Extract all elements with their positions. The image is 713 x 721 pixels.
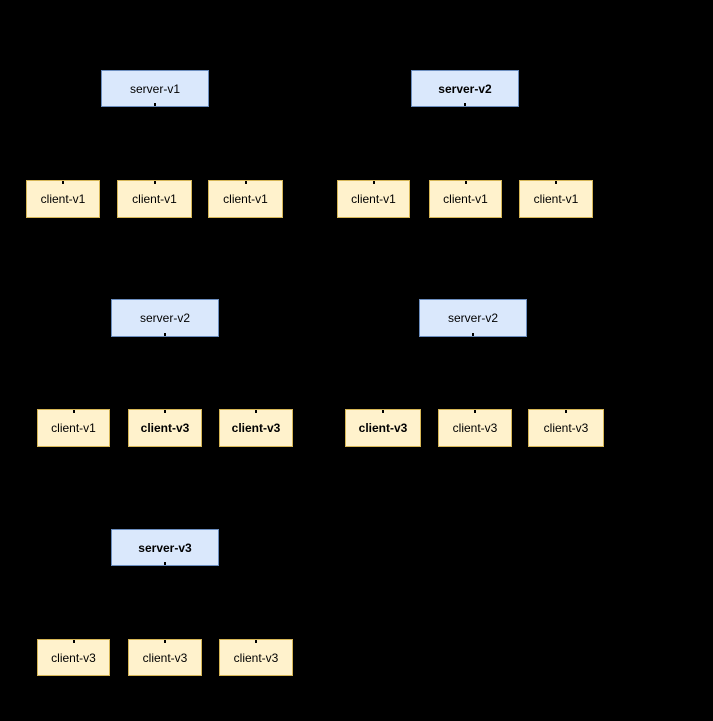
client-box: client-v1	[337, 180, 410, 218]
server-box: server-v2	[419, 299, 527, 337]
client-box: client-v1	[429, 180, 502, 218]
connector-notch	[164, 562, 166, 565]
client-label: client-v1	[51, 421, 96, 435]
client-label: client-v3	[233, 650, 279, 665]
client-label: client-v1	[351, 192, 396, 206]
server-box: server-v2	[411, 70, 519, 107]
connector-notch	[372, 181, 375, 184]
connector-notch	[255, 640, 257, 643]
client-box: client-v3	[528, 409, 604, 447]
client-label: client-v3	[358, 421, 408, 435]
client-box: client-v3	[128, 409, 202, 447]
client-box: client-v3	[345, 409, 421, 447]
client-label: client-v1	[223, 192, 268, 206]
connector-notch	[62, 181, 64, 184]
client-label: client-v3	[142, 650, 188, 665]
client-label: client-v3	[140, 421, 190, 435]
client-box: client-v1	[519, 180, 593, 218]
client-label: client-v3	[452, 421, 498, 435]
client-label: client-v1	[443, 192, 488, 206]
client-label: client-v1	[533, 192, 579, 206]
server-box: server-v2	[111, 299, 219, 337]
server-label: server-v3	[138, 540, 192, 555]
server-box: server-v1	[101, 70, 209, 107]
connector-notch	[244, 181, 247, 184]
client-box: client-v1	[37, 409, 110, 447]
client-label: client-v3	[51, 650, 96, 665]
connector-notch	[464, 103, 466, 106]
server-box: server-v3	[111, 529, 219, 566]
client-box: client-v3	[219, 409, 293, 447]
connector-notch	[164, 333, 166, 336]
client-box: client-v3	[128, 639, 202, 676]
client-box: client-v3	[438, 409, 512, 447]
connector-notch	[164, 640, 166, 643]
client-box: client-v1	[117, 180, 192, 218]
client-label: client-v1	[132, 192, 177, 206]
connector-notch	[153, 181, 156, 184]
connector-notch	[164, 410, 166, 413]
connector-notch	[565, 410, 567, 413]
server-label: server-v2	[438, 81, 492, 96]
connector-notch	[555, 181, 557, 184]
connector-notch	[72, 410, 75, 413]
client-label: client-v3	[231, 421, 281, 435]
client-box: client-v1	[26, 180, 100, 218]
connector-notch	[474, 410, 476, 413]
server-label: server-v1	[129, 81, 180, 96]
client-label: client-v3	[543, 421, 589, 435]
connector-notch	[154, 103, 156, 106]
server-label: server-v2	[447, 311, 498, 325]
connector-notch	[255, 410, 257, 413]
connector-notch	[72, 640, 75, 643]
server-label: server-v2	[139, 311, 190, 325]
connector-notch	[382, 410, 384, 413]
connector-notch	[464, 181, 467, 184]
client-box: client-v3	[37, 639, 110, 676]
client-box: client-v3	[219, 639, 293, 676]
client-box: client-v1	[208, 180, 283, 218]
client-label: client-v1	[40, 192, 86, 206]
connector-notch	[472, 333, 474, 336]
